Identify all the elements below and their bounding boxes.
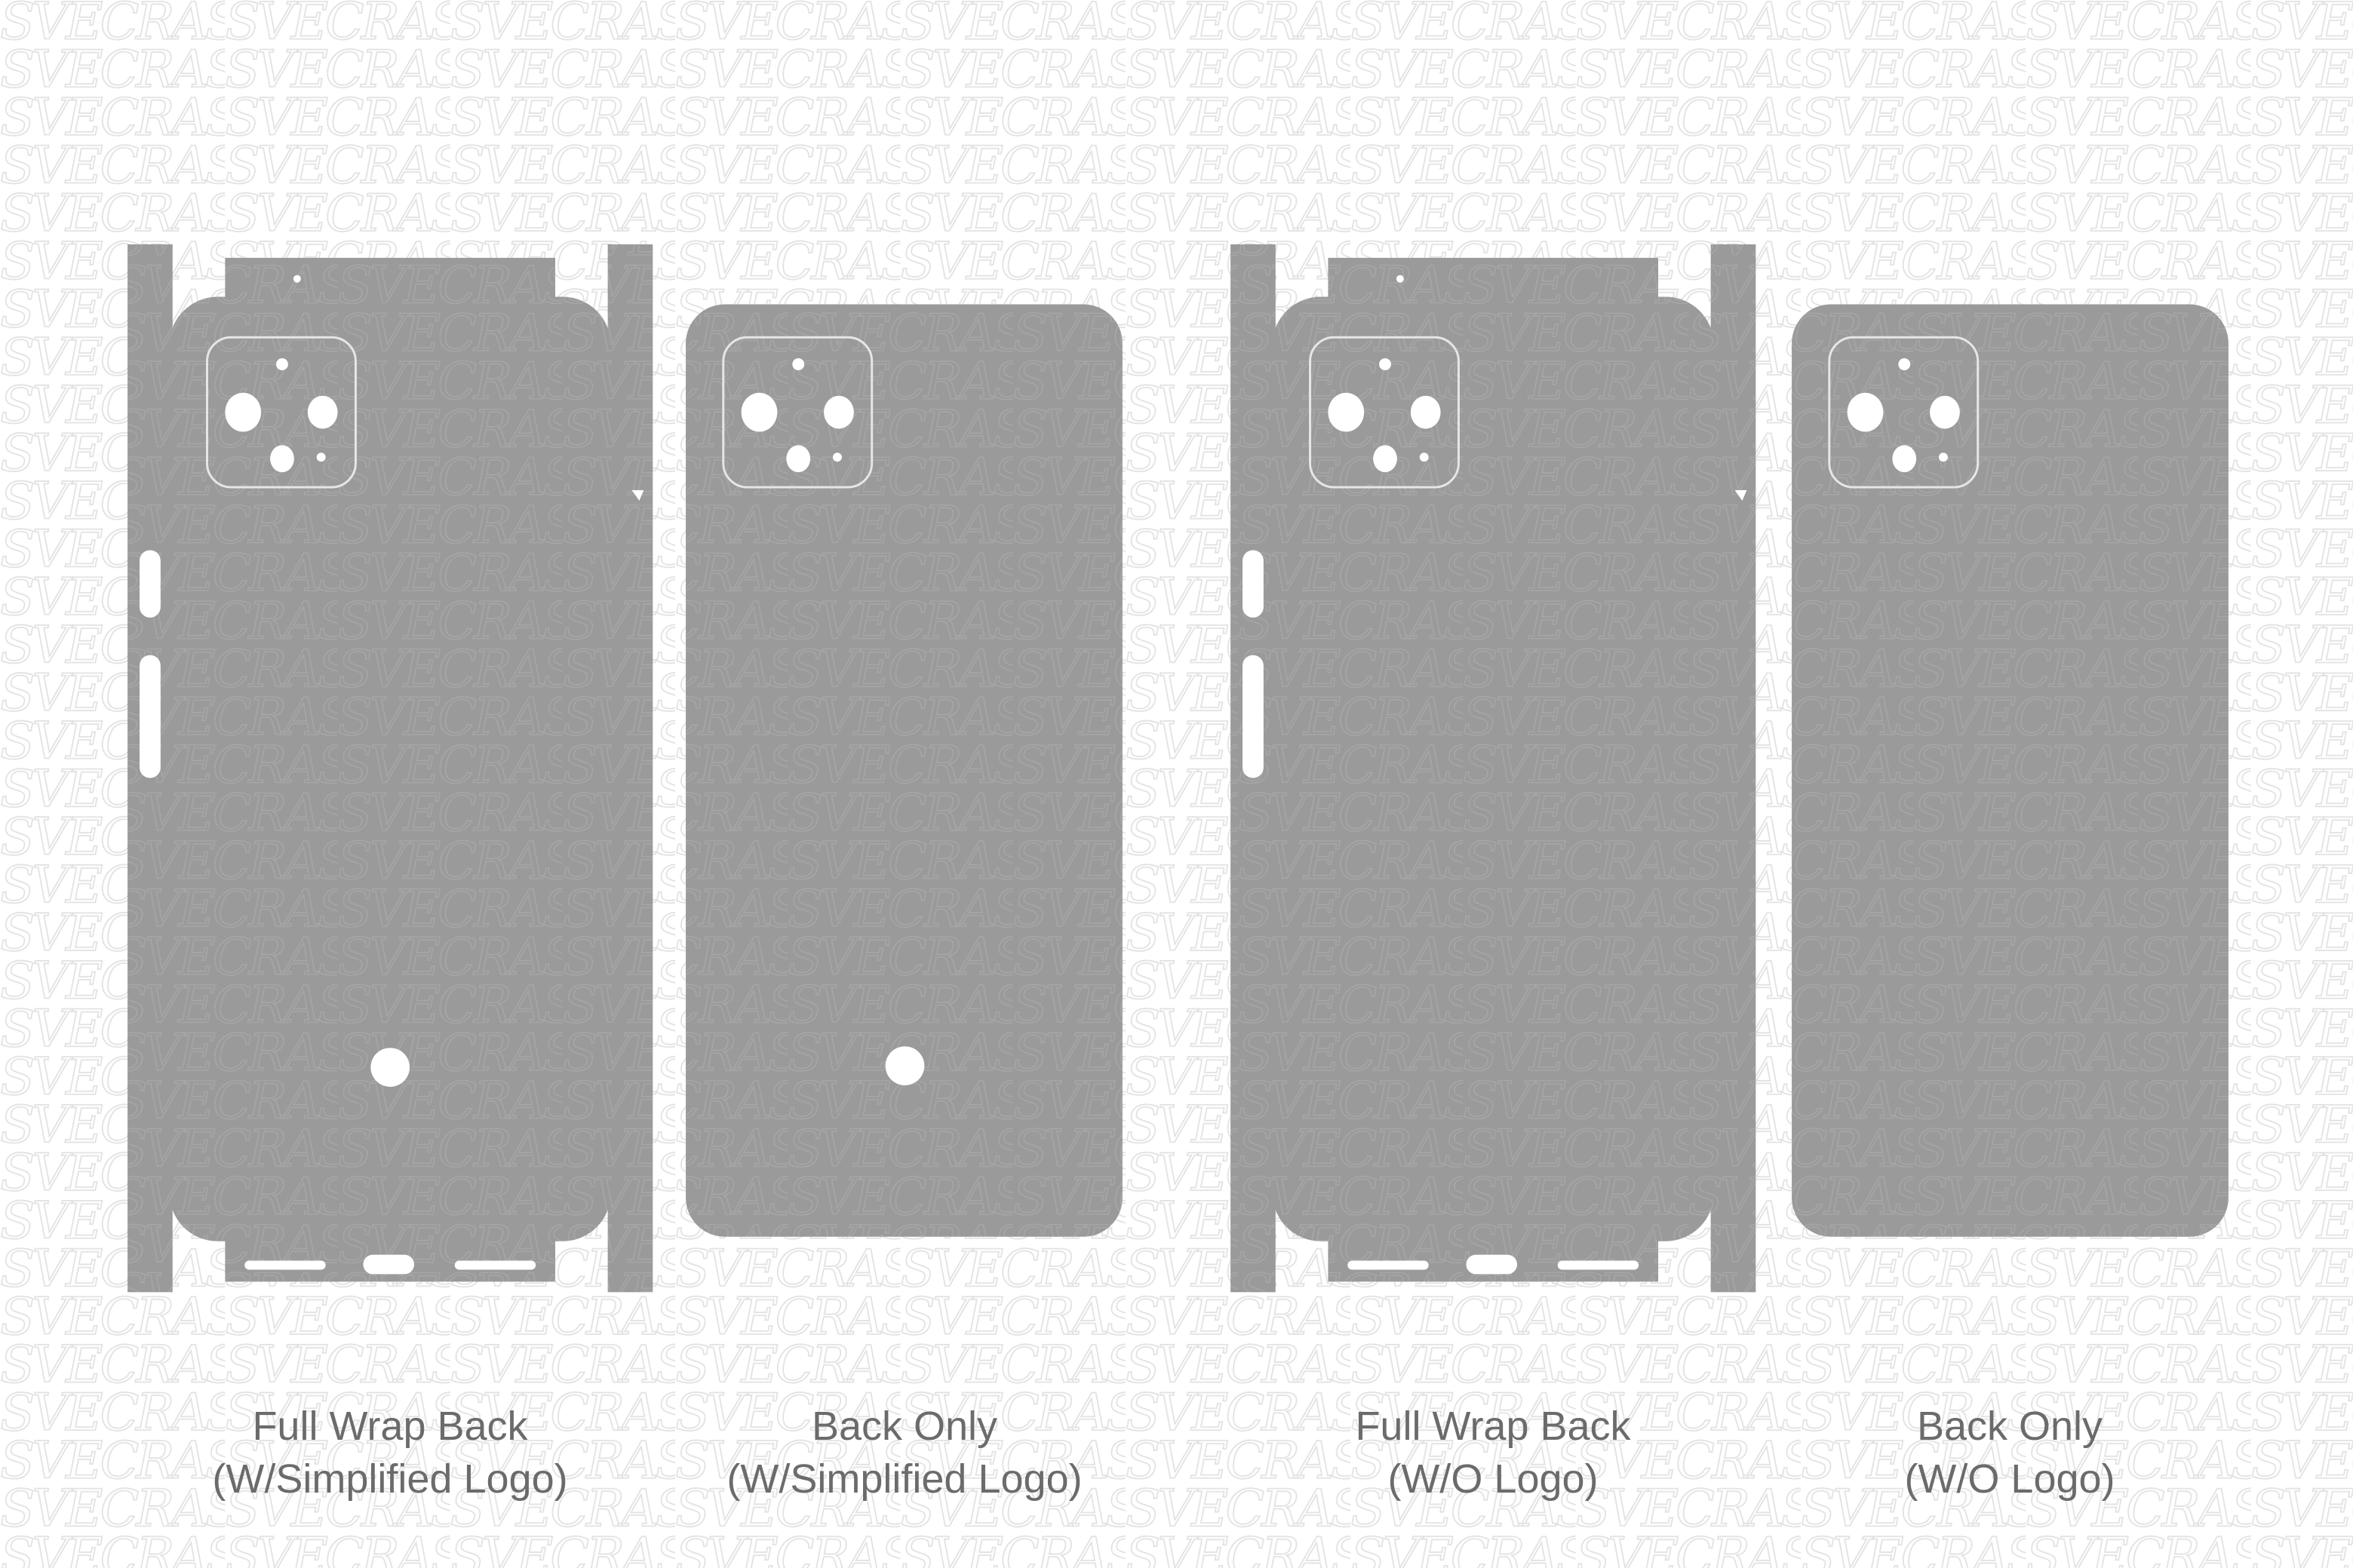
camera-hole <box>1898 358 1911 370</box>
speaker-cutout <box>1347 1260 1429 1270</box>
camera-hole <box>307 395 338 429</box>
label-line2: (W/Simplified Logo) <box>726 1456 1083 1502</box>
camera-hole <box>1410 395 1441 429</box>
label-back-only-simplified-logo: Back Only (W/Simplified Logo) <box>640 1400 1169 1505</box>
back-only-template <box>1792 304 2229 1237</box>
camera-hole <box>1930 395 1960 429</box>
camera-hole <box>1938 453 1948 462</box>
label-back-only-no-logo: Back Only (W/O Logo) <box>1746 1400 2274 1505</box>
watermark-overlay <box>1710 244 1756 1293</box>
side-button-cutout <box>1243 550 1264 618</box>
camera-module-outline <box>206 336 357 489</box>
watermark-overlay <box>686 304 1123 1237</box>
camera-hole <box>270 445 294 473</box>
camera-hole <box>832 453 842 462</box>
side-button-cutout <box>139 550 161 618</box>
label-line1: Full Wrap Back <box>252 1404 528 1449</box>
label-line2: (W/O Logo) <box>1904 1456 2115 1502</box>
simplified-logo-cutout <box>370 1048 410 1087</box>
camera-hole <box>786 445 811 473</box>
simplified-logo-cutout <box>885 1046 925 1086</box>
camera-hole <box>1328 392 1365 432</box>
side-notch <box>631 489 644 501</box>
label-line1: Full Wrap Back <box>1355 1404 1631 1449</box>
watermark-overlay <box>1792 304 2229 1237</box>
label-full-wrap-no-logo: Full Wrap Back (W/O Logo) <box>1229 1400 1757 1505</box>
camera-hole <box>741 392 778 432</box>
camera-hole <box>1847 392 1884 432</box>
camera-hole <box>792 358 805 370</box>
back-only-template <box>686 304 1123 1237</box>
label-line2: (W/O Logo) <box>1387 1456 1599 1502</box>
microphone-hole <box>293 275 301 283</box>
full-wrap-template <box>127 244 653 1293</box>
side-notch <box>1734 489 1747 501</box>
watermark-overlay <box>169 296 611 1241</box>
watermark-overlay <box>1272 296 1714 1241</box>
label-line2: (W/Simplified Logo) <box>212 1456 568 1502</box>
microphone-hole <box>1396 275 1404 283</box>
label-line1: Back Only <box>1916 1404 2103 1449</box>
camera-hole <box>1419 453 1429 462</box>
camera-module-outline <box>1309 336 1460 489</box>
camera-hole <box>225 392 262 432</box>
camera-hole <box>1892 445 1917 473</box>
camera-module-outline <box>722 336 874 489</box>
label-full-wrap-simplified-logo: Full Wrap Back (W/Simplified Logo) <box>126 1400 654 1505</box>
label-line1: Back Only <box>811 1404 998 1449</box>
camera-hole <box>824 395 854 429</box>
side-button-cutout <box>139 655 161 778</box>
camera-module-outline <box>1828 336 1980 489</box>
speaker-cutout <box>244 1260 326 1270</box>
camera-hole <box>1373 445 1397 473</box>
usb-port-cutout <box>363 1254 415 1275</box>
full-wrap-template <box>1230 244 1756 1293</box>
speaker-cutout <box>454 1260 536 1270</box>
usb-port-cutout <box>1466 1254 1518 1275</box>
speaker-cutout <box>1557 1260 1639 1270</box>
camera-hole <box>1379 358 1391 370</box>
watermark-overlay <box>607 244 653 1293</box>
camera-hole <box>316 453 326 462</box>
side-button-cutout <box>1243 655 1264 778</box>
camera-hole <box>276 358 288 370</box>
